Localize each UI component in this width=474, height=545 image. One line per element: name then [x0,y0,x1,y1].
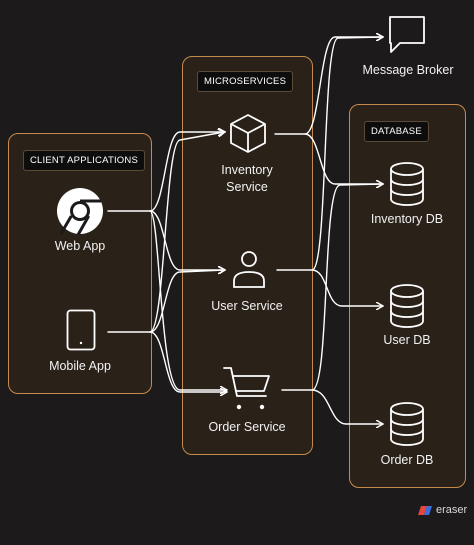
message-icon [388,15,426,60]
edge-mobile-inventory [107,132,224,333]
edge-user-userdb [311,269,382,306]
user-icon [229,249,269,294]
edge-mobile-order [149,331,226,392]
edge-inventory-invdb [304,133,382,184]
eraser-logo-icon [418,505,432,515]
mobile-app-label: Mobile App [49,359,111,373]
edge-web-inventory [107,132,224,212]
eraser-brand: eraser [418,504,467,516]
user-service-label: User Service [211,299,283,313]
box-icon [227,112,269,159]
message-broker-label: Message Broker [362,63,454,77]
database-icon [388,283,426,334]
edge-mobile-user [149,270,224,333]
edge-web-user [149,210,224,270]
edge-inventory-broker [274,37,382,135]
inventory-service-label-line1: Inventory [221,163,273,177]
shopping-cart-icon [222,366,272,417]
database-icon [388,161,426,212]
microservices-group [182,56,313,455]
client-applications-badge: CLIENT APPLICATIONS [23,150,145,171]
mobile-phone-icon [66,309,96,356]
edge-web-order [149,210,226,390]
inventory-service-label: Inventory Service [205,162,289,196]
web-app-label: Web App [54,239,106,253]
microservices-badge: MICROSERVICES [197,71,294,92]
database-badge: DATABASE [364,121,429,142]
edge-order-orderdb [311,389,382,424]
chrome-icon [55,186,105,241]
order-service-label: Order Service [208,420,286,434]
order-db-label: Order DB [380,453,434,467]
client-applications-group [8,133,152,394]
inventory-db-label: Inventory DB [370,212,444,226]
edge-order-invdb [281,184,382,391]
inventory-service-label-line2: Service [226,180,268,194]
database-icon [388,401,426,452]
eraser-brand-text: eraser [436,504,468,516]
edge-user-broker [276,37,382,271]
user-db-label: User DB [383,333,431,347]
